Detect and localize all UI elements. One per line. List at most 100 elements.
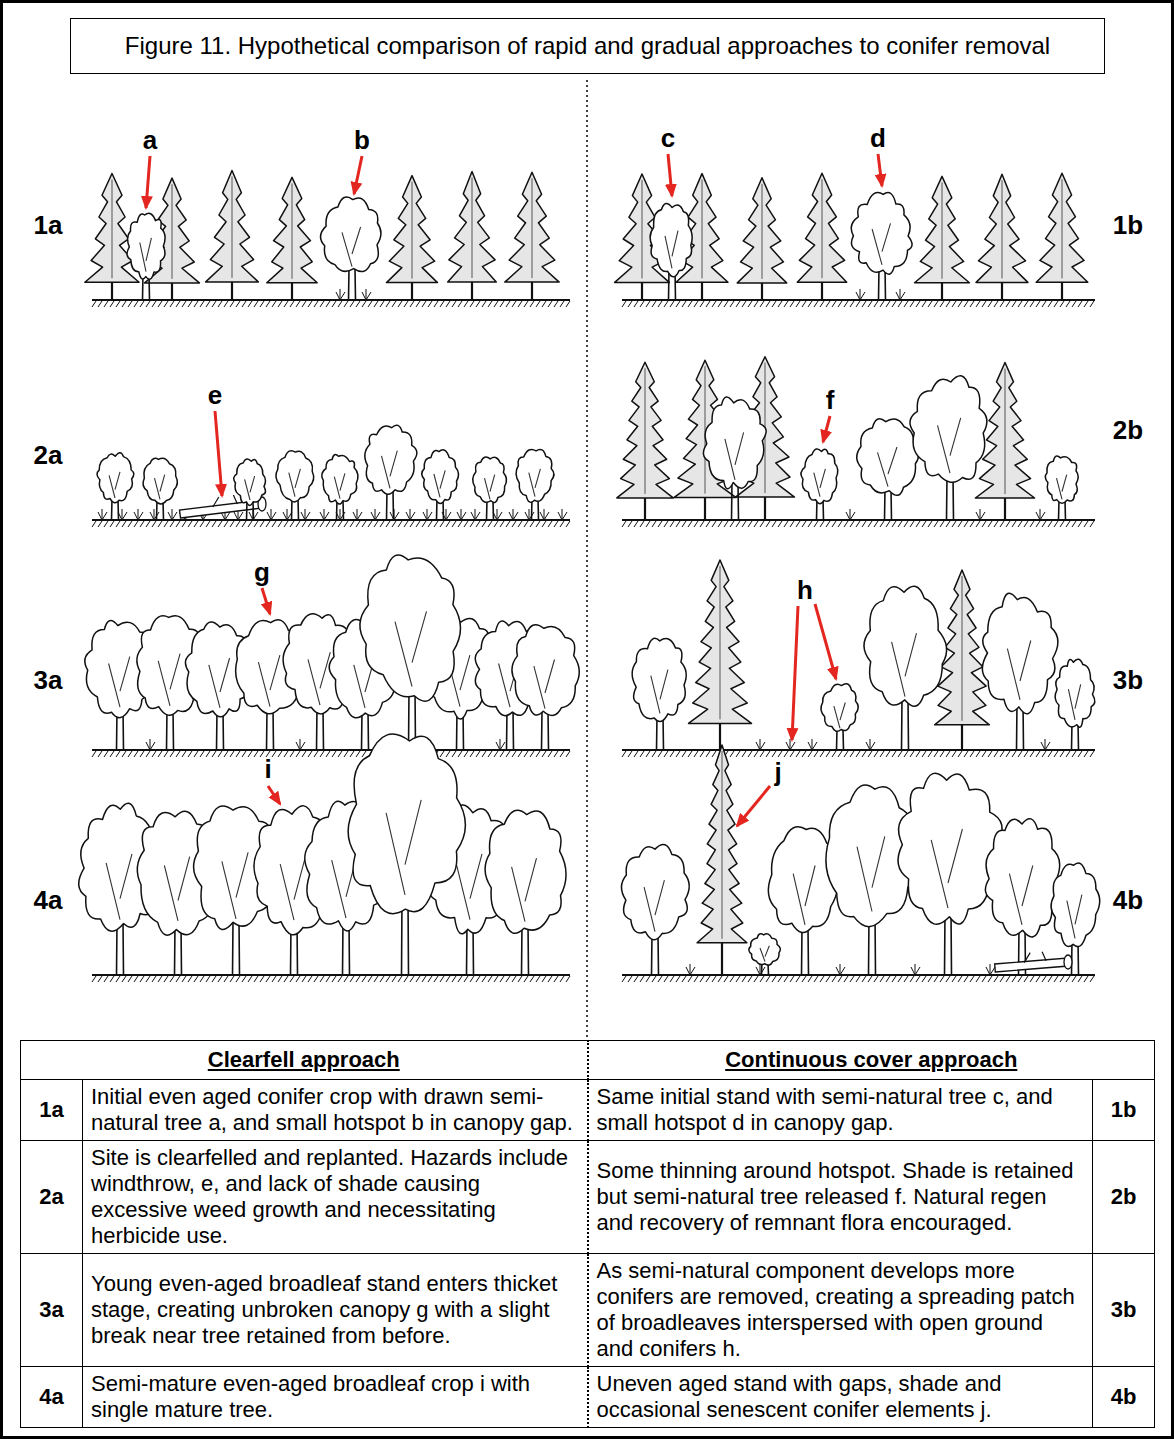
table-text: Site is clearfelled and replanted. Hazar… [91,1145,568,1248]
broadleaf-crown [703,397,766,489]
grass-tuft [296,739,305,750]
callout-letter: h [797,577,813,603]
tree-branches [529,469,541,497]
ground-hatching [622,751,1094,757]
table-cell: 2b [1093,1141,1155,1254]
tree-branches [342,227,361,267]
tree-branches [456,854,482,920]
tree-branches [892,633,917,696]
ground-hatching [92,301,570,307]
conifer-stem [642,180,643,278]
panel-label: 2a [34,442,63,468]
tree-branches [258,655,280,707]
conifer-crown [267,177,317,282]
tree-branches [395,611,427,686]
table-text: Semi-mature even-aged broadleaf crop i w… [91,1371,530,1422]
tree-branches [245,476,255,500]
conifer-stem [702,180,703,279]
tree-branches [386,800,421,895]
conifer-crown [697,745,747,943]
conifer-stem [1005,369,1006,495]
callout-arrow [668,154,672,196]
table-cell: 2a [21,1141,83,1254]
tree-branches [1057,475,1067,500]
grass-tuft [525,509,534,520]
grass-tuft [267,509,276,520]
table-cell: Site is clearfelled and replanted. Hazar… [83,1141,588,1254]
broadleaf-crown [632,638,686,721]
grass-tuft [756,964,765,975]
grass-tuft [98,509,107,520]
broadleaf-crown [234,459,266,506]
callout-arrow [815,604,836,679]
tree-branches [938,418,961,473]
callout-arrow [823,416,830,442]
table-row: 1a Initial even aged conifer crop with dr… [21,1080,1155,1141]
tree-branches [814,469,826,497]
log-end [1064,955,1072,969]
ground-hatching [92,751,570,757]
grass-tuft [371,509,380,520]
panel-divider [586,80,588,1040]
table-row: 4aSemi-mature even-aged broadleaf crop i… [21,1367,1155,1428]
grass-tuft [406,509,415,520]
broadleaf-crown [982,593,1058,714]
grass-tuft [150,509,159,520]
conifer-stem [822,179,823,278]
grass-tuft [856,289,865,300]
conifer-stem [1062,179,1063,278]
tree-branches [106,854,132,920]
table-cell: As semi-natural component develops more … [588,1254,1093,1367]
grass-tuft [423,509,432,520]
grass-tuft [976,509,985,520]
tree-branches [665,231,678,269]
grass-tuft [493,509,502,520]
table-cell: Clearfell approach [21,1041,588,1080]
tree-branches [834,703,845,729]
tree-branches [382,451,398,489]
callout-arrow [878,154,882,186]
tree-branches [1007,641,1030,700]
panel-label: 3b [1113,667,1143,693]
table-cell: 4b [1093,1367,1155,1428]
tree-branches [209,658,230,708]
panel-label: 3a [34,667,63,693]
broadleaf-crown [365,425,417,494]
tree-branches [109,472,120,498]
grass-tuft [353,509,362,520]
row-label: 1b [1111,1097,1137,1122]
grass-tuft [986,964,995,975]
row-label: 3a [39,1297,63,1322]
grass-tuft [686,964,695,975]
grass-tuft [390,509,399,520]
grass-tuft [1041,739,1050,750]
comparison-table: Clearfell approachContinuous cover appro… [20,1040,1155,1428]
tree-branches [931,829,962,908]
row-label: 1a [39,1097,63,1122]
callout-arrow [215,411,222,496]
tree-branches [434,470,445,497]
tree-branches [289,469,301,497]
conifer-crown [915,176,970,282]
conifer-stem [292,183,293,278]
broadleaf-crown [1051,863,1100,947]
callout-arrow [737,786,770,826]
broadleaf-crown [512,625,579,716]
panel-label: 4a [34,887,63,913]
tree-branches [1067,895,1082,939]
table-cell: Initial even aged conifer crop with draw… [83,1080,588,1141]
conifer-crown [448,172,497,282]
grass-tuft [808,739,817,750]
broadleaf-crown [422,450,459,504]
tree-branches [334,473,345,498]
broadleaf-crown [322,455,358,505]
tree-branches [644,880,664,932]
panel-label: 1a [34,212,63,238]
broadleaf-crown [1055,659,1095,727]
grass-tuft [471,509,480,520]
ground-line [622,299,1095,301]
conifer-stem [232,177,233,278]
callout-arrow [792,606,798,740]
grass-tuft [146,739,155,750]
grass-tuft [118,509,127,520]
